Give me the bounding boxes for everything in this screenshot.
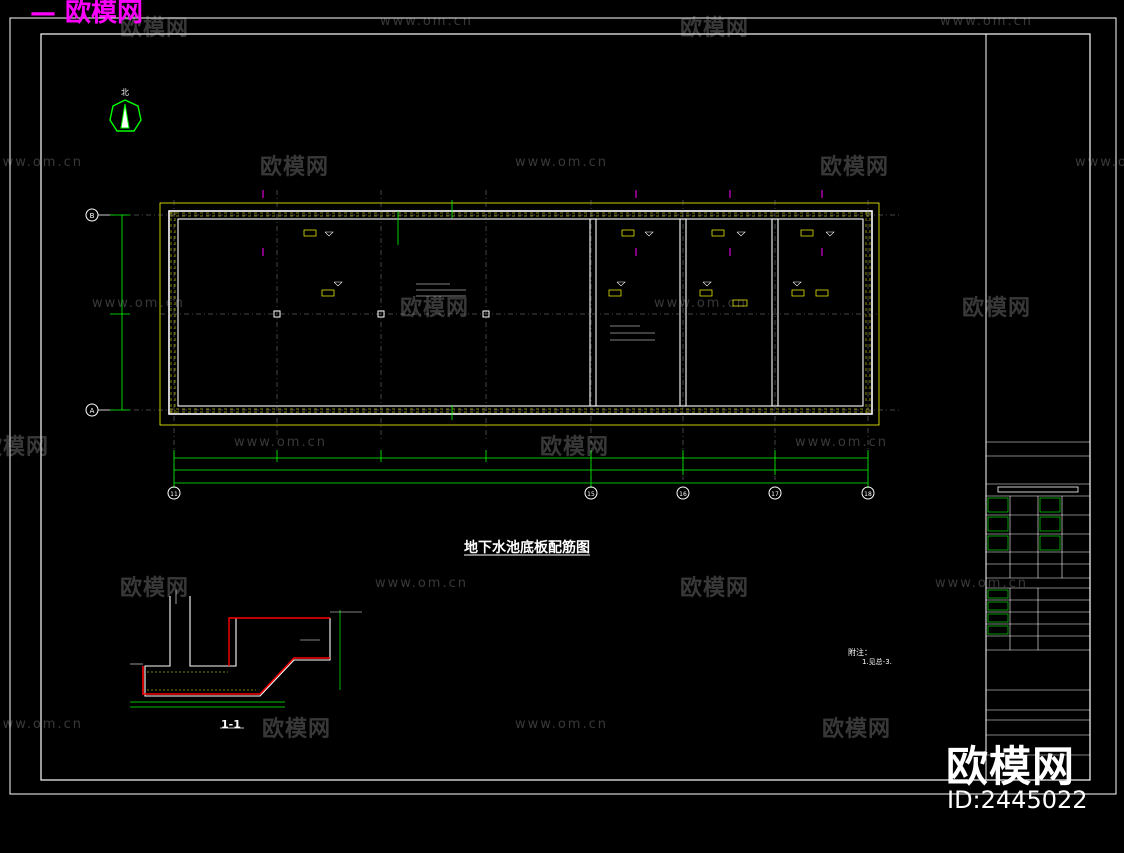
north-arrow: 北 [109, 88, 142, 132]
axis-label-v: 11 [170, 491, 178, 498]
pool-inner-wall [177, 218, 864, 407]
section-tags [262, 190, 823, 256]
column-markers [273, 310, 490, 318]
axis-label-v: 17 [771, 491, 779, 498]
level-labels [303, 229, 829, 307]
section-detail [130, 590, 362, 729]
notes-line: 1.见总-3. [862, 658, 892, 666]
partition-walls [589, 218, 779, 407]
axis-labels: B A 11 15 16 17 18 [90, 212, 872, 498]
notes-title: 附注： [848, 648, 872, 657]
top-cropped-label: — 欧模网 [30, 0, 144, 28]
axis-label-v: 15 [587, 491, 595, 498]
corner-brand-id: ID:2445022 [947, 786, 1088, 814]
section-label: 1-1 [221, 718, 241, 731]
axis-bubble-lines [98, 214, 110, 411]
plan-annotations [416, 283, 655, 341]
title-block-grid [986, 441, 1090, 756]
svg-text:北: 北 [121, 88, 129, 97]
title-block-bar [997, 486, 1079, 493]
dimension-lines [110, 200, 869, 488]
plan-outer-boundary [159, 202, 880, 426]
wall-hatch [170, 212, 871, 413]
title-block-green-cells [987, 497, 1061, 635]
level-triangles [324, 231, 835, 287]
corner-brand-name: 欧模网 [946, 742, 1076, 791]
grid-lines [110, 190, 900, 480]
pool-outer-wall [168, 210, 873, 415]
outer-frame [9, 17, 1117, 795]
axis-bubbles [85, 208, 875, 500]
axis-label-v: 16 [679, 491, 687, 498]
inner-frame [40, 33, 1091, 781]
axis-label-v: 18 [864, 491, 872, 498]
axis-label-h: A [90, 407, 95, 415]
axis-label-h: B [90, 212, 95, 220]
drawing-title: 地下水池底板配筋图 [464, 540, 590, 556]
